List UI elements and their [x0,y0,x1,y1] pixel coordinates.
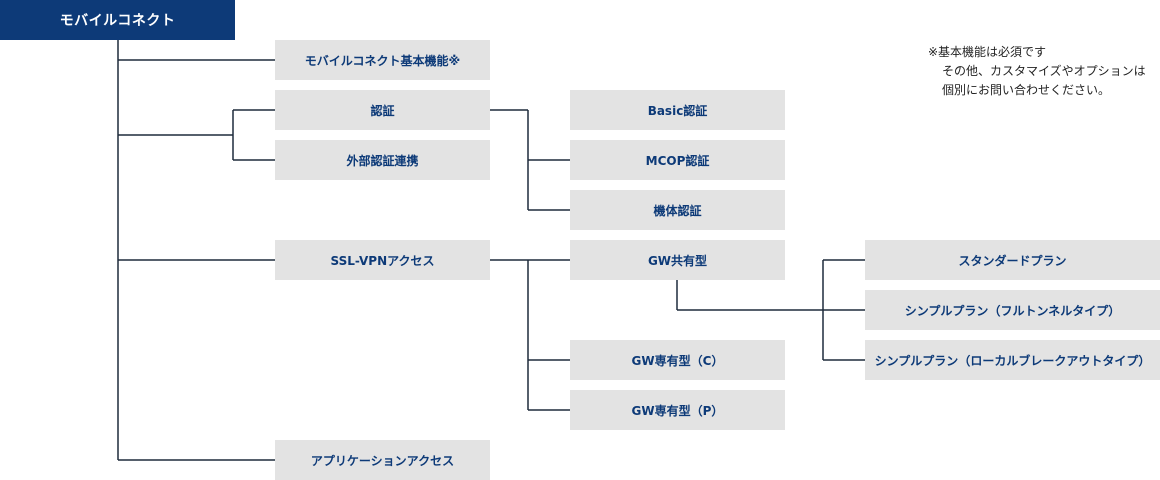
node-ext-auth: 外部認証連携 [275,140,490,180]
footnote: ※基本機能は必須です その他、カスタマイズやオプションは 個別にお問い合わせくだ… [928,43,1146,100]
node-simple-plan-full: シンプルプラン（フルトンネルタイプ） [865,290,1160,330]
node-gw-shared: GW共有型 [570,240,785,280]
node-basic-auth: Basic認証 [570,90,785,130]
node-app-access: アプリケーションアクセス [275,440,490,480]
node-gw-dedicated-c: GW専有型（C） [570,340,785,380]
node-gw-dedicated-p: GW専有型（P） [570,390,785,430]
root-node: モバイルコネクト [0,0,235,40]
node-device-auth: 機体認証 [570,190,785,230]
node-mcop-auth: MCOP認証 [570,140,785,180]
node-standard-plan: スタンダードプラン [865,240,1160,280]
node-basic: モバイルコネクト基本機能※ [275,40,490,80]
node-simple-plan-local: シンプルプラン（ローカルブレークアウトタイプ） [865,340,1160,380]
footnote-line-3: 個別にお問い合わせください。 [942,83,1111,97]
footnote-line-2: その他、カスタマイズやオプションは [942,64,1146,78]
node-ssl-vpn: SSL-VPNアクセス [275,240,490,280]
footnote-line-1: ※基本機能は必須です [928,45,1047,59]
node-auth: 認証 [275,90,490,130]
